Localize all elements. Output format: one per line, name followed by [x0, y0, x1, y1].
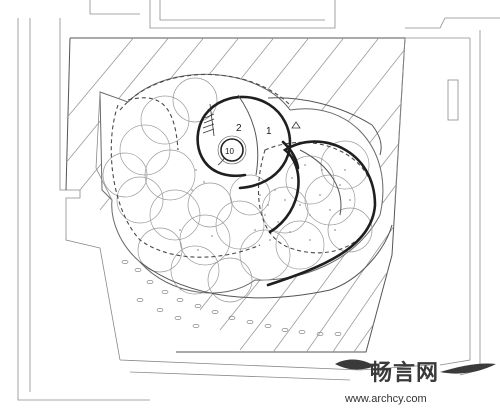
- central-room-circle: [220, 138, 244, 162]
- watermark-swoosh-left-icon: [335, 359, 375, 370]
- north-marker-icon: [291, 121, 301, 129]
- spiral-walls: [196, 94, 382, 287]
- outer-walk-edge: [139, 224, 393, 299]
- central-room-ring: [217, 135, 247, 165]
- watermark-brand: 畅言网: [370, 360, 439, 386]
- garden-area: [95, 73, 384, 294]
- zone-label-1: 1: [266, 126, 272, 137]
- stair: [202, 103, 215, 137]
- watermark-url: www.archcy.com: [344, 393, 427, 405]
- watermark-swoosh-right-icon: [440, 363, 496, 374]
- zone-label-10: 10: [225, 147, 234, 156]
- dashed-boundaries: [110, 74, 376, 258]
- zone-label-2: 2: [236, 123, 242, 134]
- watermark: 畅言网 www.archcy.com: [335, 359, 496, 405]
- context-outlines: [17, 0, 500, 401]
- tree-canopies: [102, 77, 373, 303]
- gravel-dots: [179, 164, 351, 251]
- stepping-stones: [121, 260, 342, 336]
